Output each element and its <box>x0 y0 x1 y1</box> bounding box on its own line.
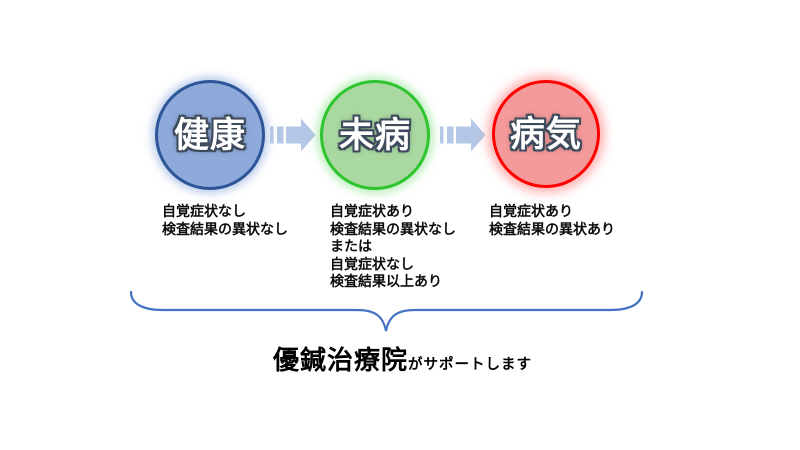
footer-suffix: がサポートします <box>408 357 532 373</box>
description-line: 自覚症状あり <box>330 203 414 219</box>
description-line: 検査結果以上あり <box>330 273 442 289</box>
description-line: 自覚症状なし <box>330 255 414 272</box>
stage-circle-health: 健康 <box>155 80 265 190</box>
description-line: 自覚症状なし <box>162 203 246 219</box>
stage-description-health: 自覚症状なし 検査結果の異状なし <box>162 203 288 238</box>
stage-circle-mibyou: 未病 <box>320 80 430 190</box>
stage-description-mibyou: 自覚症状あり 検査結果の異状なし または 自覚症状なし 検査結果以上あり <box>330 203 456 291</box>
stage-description-disease: 自覚症状あり 検査結果の異状あり <box>489 203 615 238</box>
right-arrow-icon <box>270 118 316 152</box>
description-line: 自覚症状あり <box>489 203 573 219</box>
stage-label-mibyou: 未病 <box>338 115 411 155</box>
stage-label-health: 健康 <box>173 115 246 155</box>
description-line: 検査結果の異状あり <box>489 220 615 237</box>
stage-circle-disease: 病気 <box>492 80 600 188</box>
clinic-name: 優鍼治療院 <box>272 345 408 375</box>
description-line: または <box>330 238 372 254</box>
right-arrow-icon <box>440 118 486 152</box>
description-line: 検査結果の異状なし <box>330 220 456 237</box>
stage-label-disease: 病気 <box>509 114 582 154</box>
description-line: 検査結果の異状なし <box>162 220 288 237</box>
footer-caption: 優鍼治療院がサポートします <box>0 340 800 377</box>
curly-brace <box>129 290 644 332</box>
